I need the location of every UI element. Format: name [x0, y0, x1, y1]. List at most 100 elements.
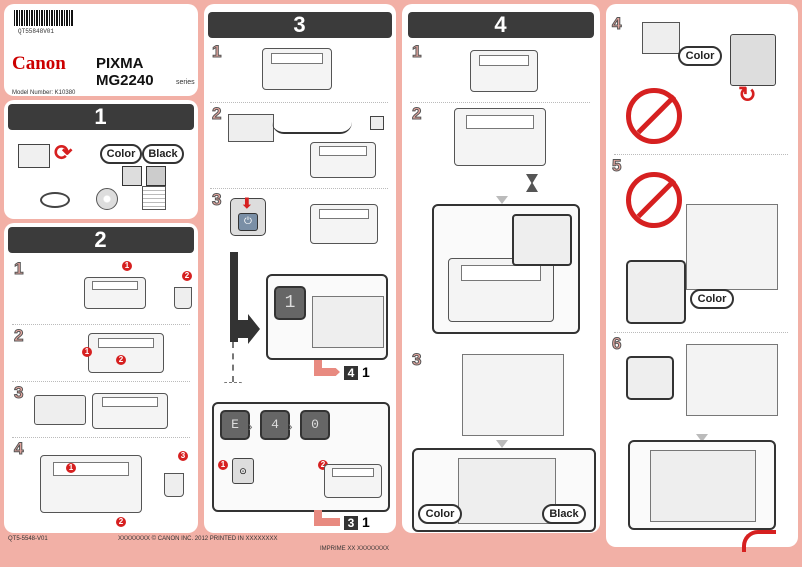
dotted-flow-arrow: [224, 382, 242, 394]
cartridge-tape-illustration: [642, 22, 680, 54]
red-arrow-icon: ↻: [738, 82, 757, 107]
printer-illustration: [448, 258, 554, 322]
color-label: Color: [690, 289, 734, 309]
barcode-text: QT55848V01: [18, 28, 55, 35]
footer-copyright: XXXXXXXX © CANON INC. 2012 PRINTED IN XX…: [118, 536, 278, 542]
down-arrow-icon: ⬇: [241, 195, 253, 211]
prohibited-icon: [626, 172, 682, 228]
page-turn-icon[interactable]: [742, 530, 776, 552]
chevron-right-icon: ›: [248, 418, 253, 434]
goto-section-4: 4: [344, 366, 358, 380]
stop-button[interactable]: ⊙: [232, 458, 254, 484]
installed-cartridges-box: [628, 440, 776, 530]
section-2-panel: 2 1 1 2 2 1 2 3 4 1 2 3: [4, 223, 198, 533]
carriage-illustration: [462, 354, 564, 436]
step-1-number: 1: [411, 42, 422, 62]
goto-arrow: [314, 368, 340, 376]
printer-illustration: [92, 393, 168, 429]
goto-step-1: 1: [362, 364, 370, 380]
callout-2: 2: [116, 517, 126, 527]
open-printer-box: [432, 204, 580, 334]
manual-icon: [142, 186, 166, 210]
box-icon: [18, 144, 50, 168]
down-arrow-icon: [696, 434, 708, 442]
model-number: Model Number: K10380: [12, 90, 76, 96]
section-1-header: 1: [8, 104, 194, 130]
step-3-number: 3: [211, 190, 222, 210]
error-digit-0: 0: [300, 410, 330, 440]
section-1-panel: 1 ⟳ Color Black: [4, 100, 198, 219]
red-arrow-icon: ⟳: [54, 140, 73, 165]
carriage-illustration: [686, 204, 778, 290]
section-4-panel: 4 1 2 3 Color Black: [402, 4, 600, 533]
callout-2: 2: [182, 271, 192, 281]
down-arrow-icon: [496, 196, 508, 204]
step-3-number: 3: [13, 383, 24, 403]
callout-3: 3: [178, 451, 188, 461]
printer-illustration: [88, 333, 164, 373]
canon-logo: Canon: [12, 53, 66, 74]
color-cartridge-icon: [122, 166, 142, 186]
divider: [410, 102, 590, 103]
step-6-number: 6: [611, 334, 622, 354]
section-2-header: 2: [8, 227, 194, 253]
color-label: Color: [678, 46, 722, 66]
down-arrow-icon: [496, 440, 508, 448]
step-4-number: 4: [13, 439, 24, 459]
divider: [614, 332, 788, 333]
color-label: Color: [418, 504, 462, 524]
callout-1: 1: [218, 460, 228, 470]
dotted-flow-line: [232, 342, 234, 382]
step-5-number: 5: [611, 156, 622, 176]
carriage-illustration: [650, 450, 756, 522]
goto-arrow: [314, 518, 340, 526]
carriage-illustration: [458, 458, 556, 524]
goto-step-1: 1: [362, 514, 370, 530]
divider: [210, 188, 388, 189]
printer-illustration: [40, 455, 142, 513]
barcode: [14, 10, 74, 26]
trash-icon: [164, 473, 184, 497]
step-2-number: 2: [211, 104, 222, 124]
hand-lid-illustration: [34, 395, 86, 425]
prohibited-icon: [626, 88, 682, 144]
step-2-number: 2: [411, 104, 422, 124]
cartridge-lock-closeup: [626, 356, 674, 400]
error-callout-box: E › 4 › 0 1 ⊙ 2: [212, 402, 390, 512]
footer-code: QT5-5548-V01: [8, 536, 48, 542]
printer-illustration: [470, 50, 538, 92]
black-label: Black: [542, 504, 586, 524]
power-button[interactable]: ⏻ ⬇: [230, 195, 266, 236]
plug-icon: [370, 116, 384, 130]
model-name: PIXMA MG2240: [96, 55, 154, 89]
printer-panel: [312, 296, 384, 348]
step-4-number: 4: [611, 14, 622, 34]
divider: [614, 154, 788, 155]
printer-illustration: [454, 108, 546, 166]
cable-icon: [272, 122, 352, 134]
divider: [12, 324, 190, 325]
cartridge-illustration: [730, 34, 776, 86]
section-3-panel: 3 1 2 3 ⏻ ⬇ 1 4 1 E › 4 › 0 1 ⊙ 2 3 1: [204, 4, 396, 533]
lcd-callout-box: 1: [266, 274, 388, 360]
goto-section-3: 3: [344, 516, 358, 530]
callout-1: 1: [66, 463, 76, 473]
port-closeup: [228, 114, 274, 142]
error-digit-4: 4: [260, 410, 290, 440]
printer-illustration: [262, 48, 332, 90]
carriage-closeup: [512, 214, 572, 266]
step-1-number: 1: [13, 259, 24, 279]
brand-panel: QT55848V01 Canon PIXMA MG2240 series Mod…: [4, 4, 198, 96]
step-3-number: 3: [411, 350, 422, 370]
step-1-number: 1: [211, 42, 222, 62]
printer-illustration: [310, 142, 376, 178]
callout-1: 1: [82, 347, 92, 357]
trash-icon: [174, 287, 192, 309]
goto-arrow: [314, 510, 322, 524]
printer-illustration: [84, 277, 146, 309]
cd-icon: [96, 188, 118, 210]
section-4-header: 4: [408, 12, 594, 38]
color-label: Color: [100, 144, 142, 164]
divider: [12, 381, 190, 382]
step-2-number: 2: [13, 326, 24, 346]
